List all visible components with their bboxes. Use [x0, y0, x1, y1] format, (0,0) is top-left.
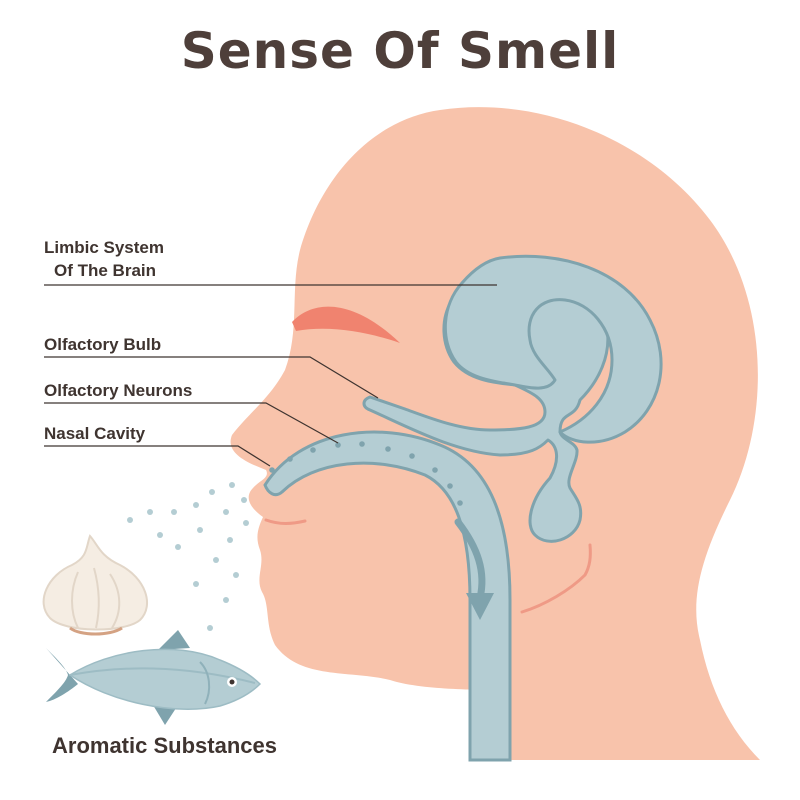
airflow-dots [269, 441, 463, 506]
airway [263, 430, 512, 762]
page-title: Sense Of Smell [180, 22, 620, 80]
label-limbic-brain: Of The Brain [54, 261, 157, 280]
scent-particles [127, 482, 249, 631]
mouth-line [264, 518, 307, 525]
fish-icon [46, 630, 262, 725]
arrow-head [466, 593, 494, 620]
brain-mass [443, 254, 663, 444]
arrow-down-icon [454, 518, 486, 602]
label-nasal-cavity: Nasal Cavity [44, 424, 146, 443]
eyebrow [292, 306, 400, 343]
label-olfactory-neurons: Olfactory Neurons [44, 381, 193, 400]
garlic-icon [42, 534, 149, 636]
leader-lines [44, 284, 497, 467]
label-olfactory-bulb: Olfactory Bulb [44, 335, 162, 354]
label-limbic-system: Limbic System [44, 238, 164, 257]
jaw-line [520, 543, 592, 614]
caption-aromatic-substances: Aromatic Substances [52, 733, 277, 758]
